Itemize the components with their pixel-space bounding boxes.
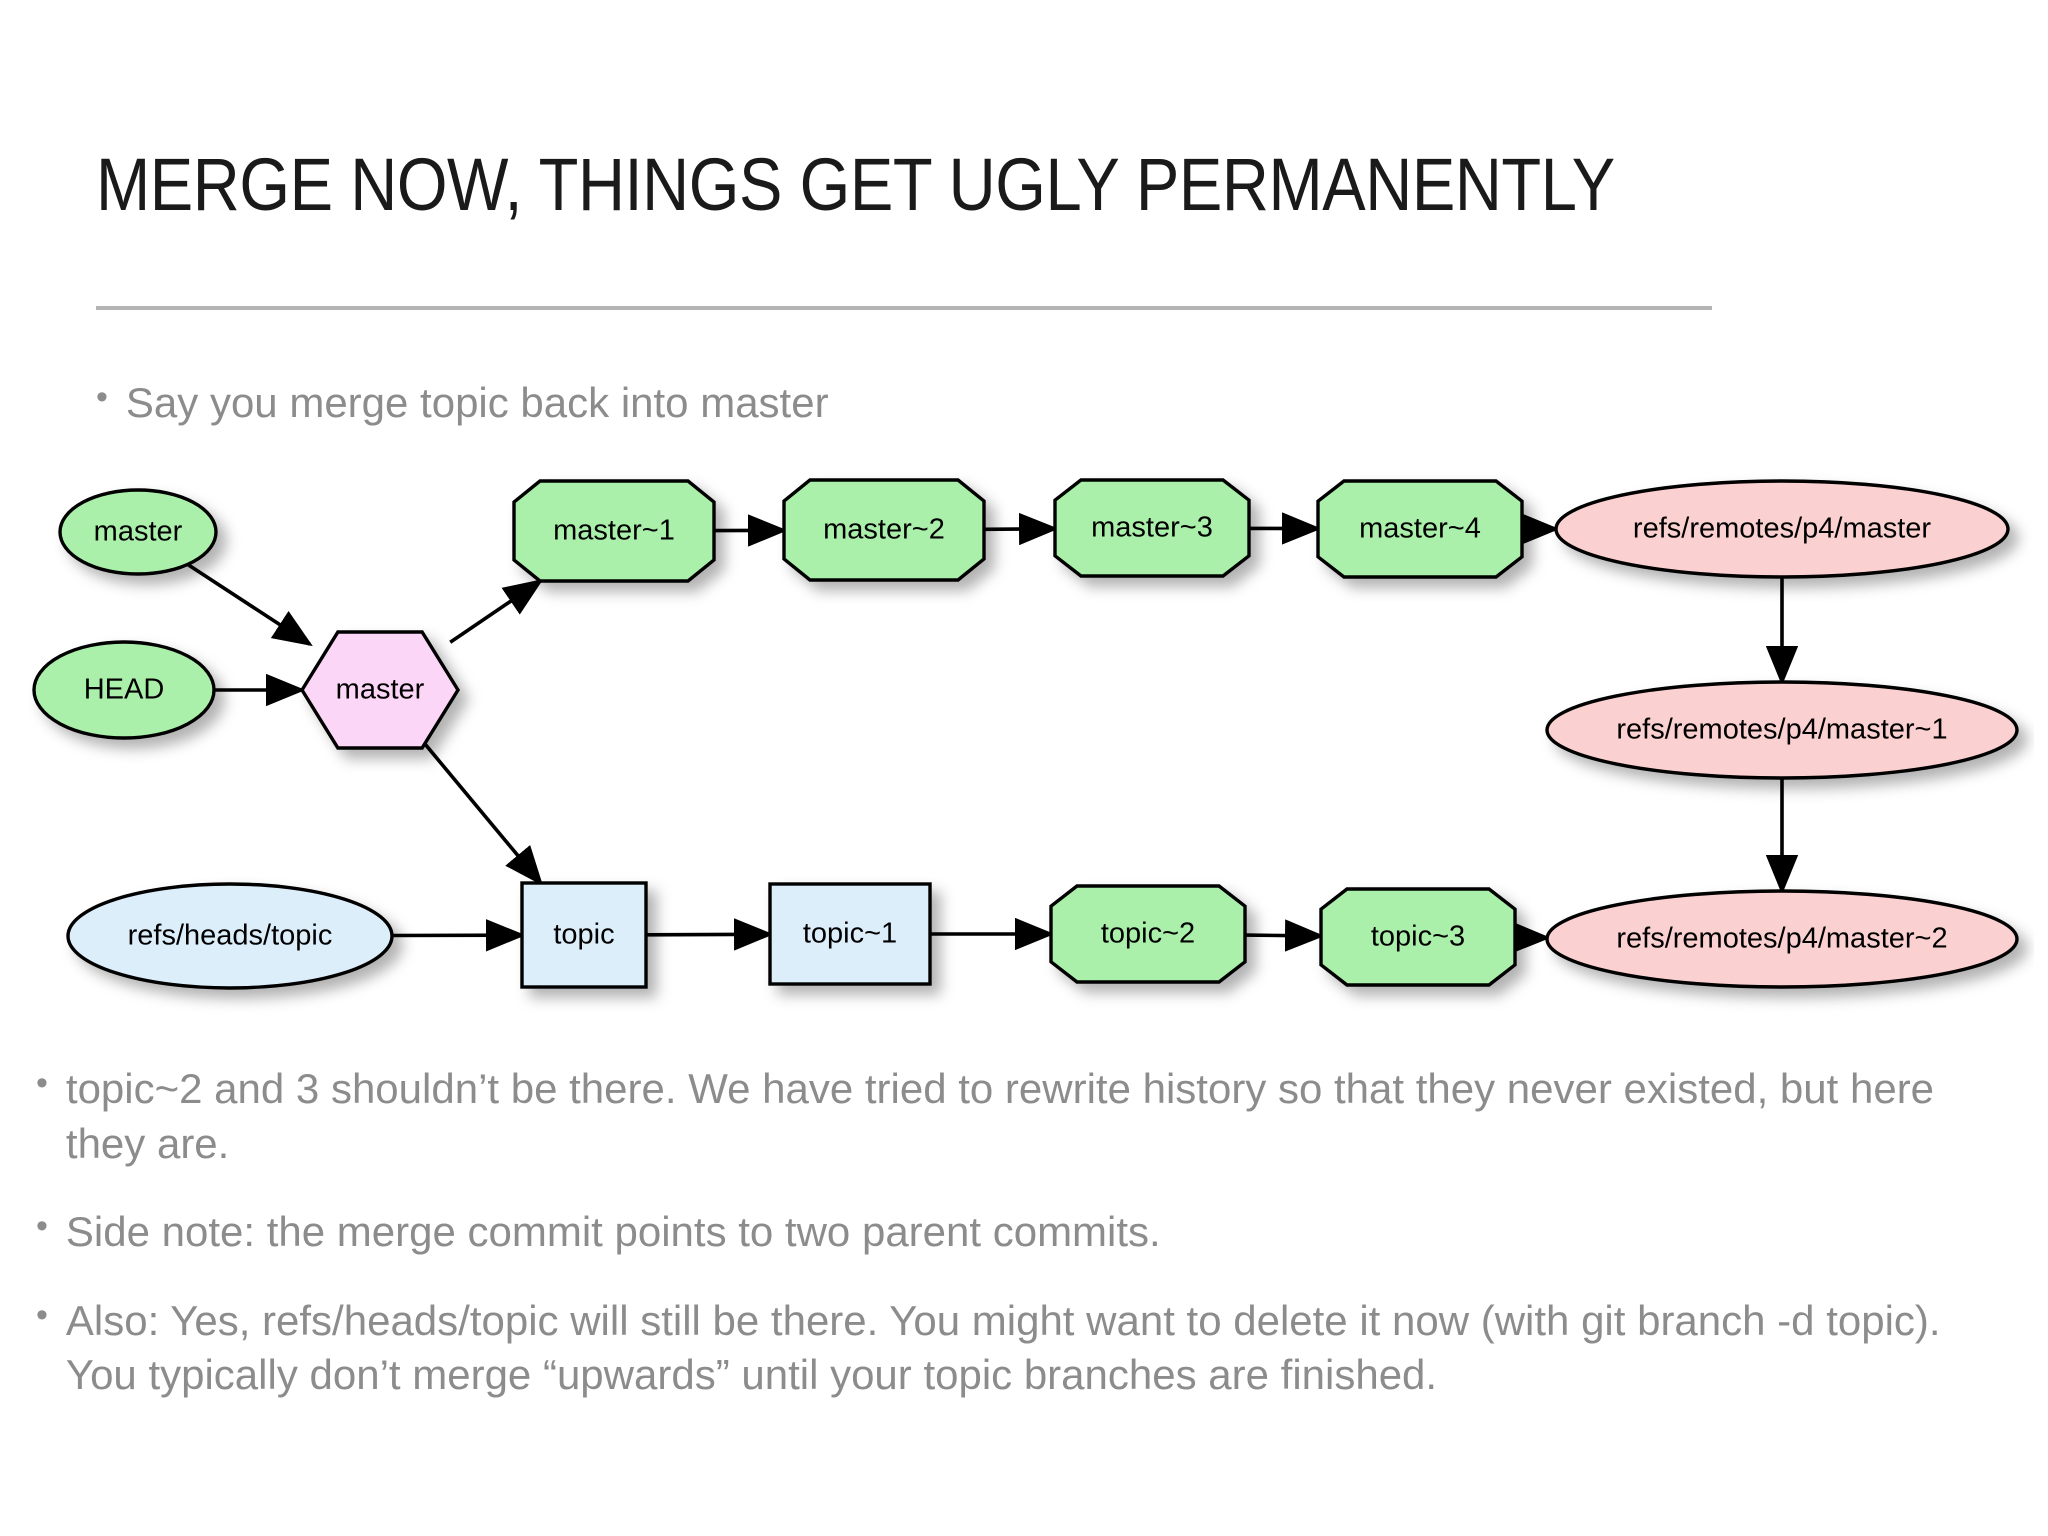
diagram-node-commit-m4: master~4 [1316, 479, 1524, 579]
node-shape-octagon [782, 478, 986, 582]
node-shape-octagon [1049, 884, 1247, 984]
node-label: topic~1 [803, 918, 897, 950]
node-shape-ellipse [66, 882, 394, 990]
diagram-node-commit-merge: master [300, 630, 460, 750]
node-label: master [94, 516, 183, 548]
diagram-node-commit-m3: master~3 [1053, 478, 1251, 578]
bullet-marker-icon: • [36, 1295, 48, 1334]
diagram-edge-commit-m2-to-commit-m3 [983, 512, 1059, 546]
bullet-item-3: • Also: Yes, refs/heads/topic will still… [36, 1294, 2006, 1403]
node-label: master~1 [553, 515, 675, 547]
node-label: topic [553, 919, 614, 951]
diagram-node-commit-topic-1: topic~1 [768, 882, 932, 986]
node-shape-rect [768, 882, 932, 986]
node-shape-octagon [1319, 887, 1517, 987]
node-shape-octagon [512, 479, 716, 583]
diagram-edge-commit-merge-to-commit-topic [422, 741, 544, 886]
node-shape-ellipse [58, 488, 218, 576]
node-label: topic~2 [1101, 918, 1195, 950]
bullet-text: Also: Yes, refs/heads/topic will still b… [65, 1296, 1941, 1399]
node-label: refs/heads/topic [128, 920, 333, 952]
node-label: master [336, 674, 425, 706]
diagram-edges [186, 512, 1799, 954]
node-shape-hexagon [300, 630, 460, 750]
diagram-node-ref-master: master [58, 488, 218, 576]
node-shape-ellipse [1554, 479, 2010, 579]
bullet-marker-icon: • [96, 378, 108, 416]
diagram-node-commit-topic-2: topic~2 [1049, 884, 1247, 984]
node-shape-ellipse [32, 640, 216, 740]
bullet-text: Say you merge topic back into master [125, 379, 829, 426]
node-label: master~2 [823, 514, 945, 546]
page-title: MERGE NOW, THINGS GET UGLY PERMANENTLY [96, 143, 1615, 226]
bullet-item-1: • topic~2 and 3 shouldn’t be there. We h… [36, 1062, 2006, 1171]
diagram-edge-commit-topic-to-commit-topic-1 [645, 918, 774, 951]
bullet-item-intro: • Say you merge topic back into master [96, 376, 1896, 430]
node-label: topic~3 [1371, 921, 1465, 953]
bullet-marker-icon: • [36, 1064, 48, 1102]
node-label: refs/remotes/p4/master [1633, 513, 1931, 545]
node-label: refs/remotes/p4/master~2 [1616, 923, 1947, 955]
diagram-edge-commit-topic-2-to-commit-topic-3 [1244, 919, 1325, 952]
node-label: master~3 [1091, 512, 1213, 544]
bullet-list-notes: • topic~2 and 3 shouldn’t be there. We h… [36, 1062, 2006, 1437]
node-label: master~4 [1359, 513, 1481, 545]
bullet-marker-icon: • [36, 1207, 48, 1246]
diagram-node-remote-master-1: refs/remotes/p4/master~1 [1545, 680, 2019, 780]
diagram-node-remote-master-2: refs/remotes/p4/master~2 [1545, 889, 2019, 989]
node-label: refs/remotes/p4/master~1 [1616, 714, 1947, 746]
node-shape-octagon [1316, 479, 1524, 579]
node-shape-ellipse [1545, 680, 2019, 780]
diagram-node-ref-heads-topic: refs/heads/topic [66, 882, 394, 990]
diagram-node-commit-m1: master~1 [512, 479, 716, 583]
diagram-node-ref-head: HEAD [32, 640, 216, 740]
bullet-item-2: • Side note: the merge commit points to … [36, 1205, 2006, 1260]
bullet-text: Side note: the merge commit points to tw… [65, 1208, 1161, 1256]
node-shape-octagon [1053, 478, 1251, 578]
diagram-node-commit-topic-3: topic~3 [1319, 887, 1517, 987]
node-label: HEAD [84, 674, 165, 706]
node-shape-rect [520, 881, 648, 989]
diagram-edge-commit-merge-to-commit-m1 [449, 578, 544, 644]
diagram-node-commit-topic: topic [520, 881, 648, 989]
diagram-node-commit-m2: master~2 [782, 478, 986, 582]
node-shape-ellipse [1545, 889, 2019, 989]
diagram-node-remote-master: refs/remotes/p4/master [1554, 479, 2010, 579]
title-divider [96, 306, 1712, 310]
diagram-edge-ref-master-to-commit-merge [186, 562, 313, 647]
bullet-text: topic~2 and 3 shouldn’t be there. We hav… [65, 1065, 1935, 1167]
